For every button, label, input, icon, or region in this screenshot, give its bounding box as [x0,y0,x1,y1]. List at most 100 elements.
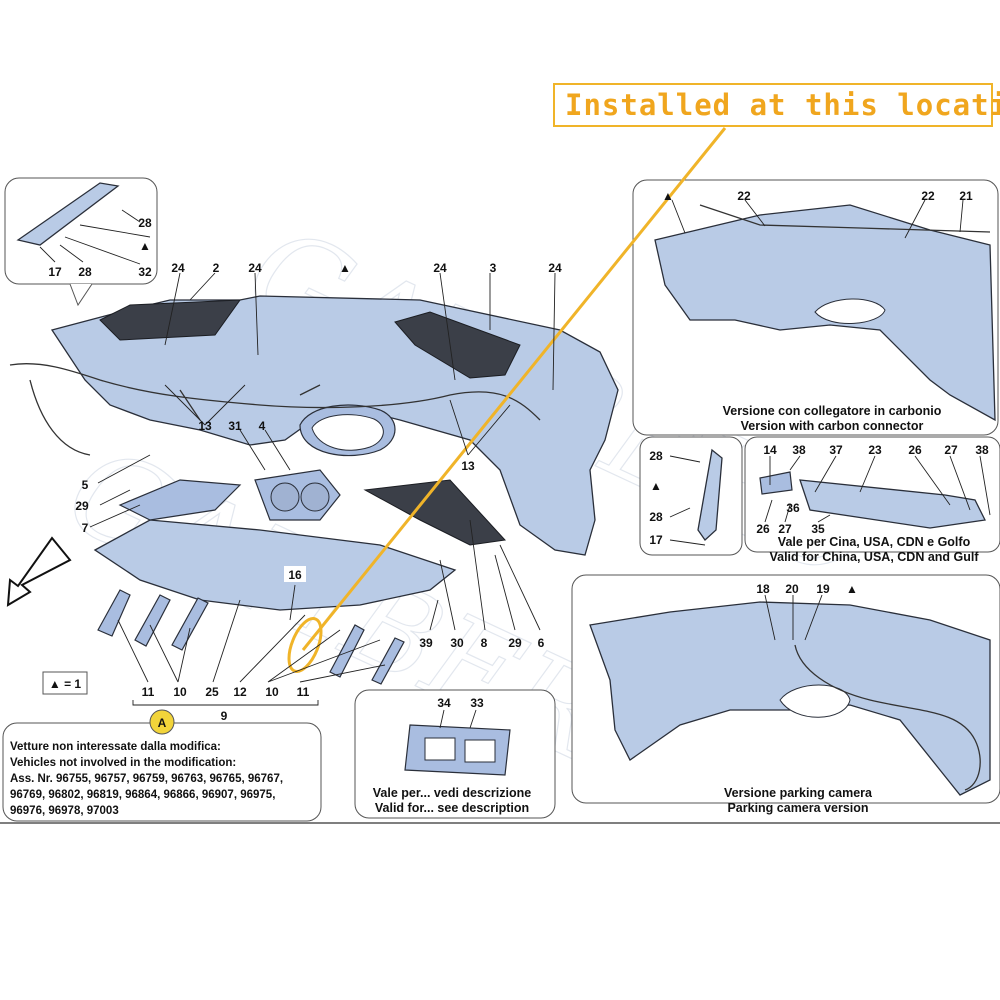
group-bracket-9 [132,700,319,706]
label-13-b: 13 [461,459,475,473]
label-39: 39 [419,636,433,650]
label-11-a: 11 [142,685,155,699]
label-6: 6 [538,636,545,650]
label-38-b: 38 [975,443,989,457]
label-21: 21 [959,189,973,203]
label-triangle-carbon: ▲ [662,189,674,203]
label-22-a: 22 [737,189,751,203]
camera-caption-en: Parking camera version [727,801,868,815]
label-10-b: 10 [265,685,279,699]
label-28-side-b: 28 [649,510,663,524]
captions: Versione con collegatore in carbonio Ver… [10,404,979,817]
label-33: 33 [470,696,484,710]
label-18: 18 [756,582,770,596]
label-16-bg [284,566,306,582]
label-4: 4 [259,419,266,433]
label-triangle-side: ▲ [650,479,662,493]
label-8: 8 [481,636,488,650]
carbon-caption-it: Versione con collegatore in carbonio [723,404,942,418]
label-triangle-main: ▲ [339,261,351,275]
a-marker-badge [149,709,175,735]
label-27-a: 27 [944,443,958,457]
label-24-c: 24 [433,261,447,275]
vehicles-note-it: Vetture non interessate dalla modifica: [10,741,221,753]
label-2: 2 [213,261,220,275]
label-triangle-tl: ▲ [139,239,151,253]
label-31: 31 [228,419,242,433]
assembly-numbers-2: 96769, 96802, 96819, 96864, 96866, 96907… [10,789,275,801]
label-3: 3 [490,261,497,275]
label-26-a: 26 [908,443,922,457]
diffuser-fin-left-1 [97,589,131,637]
china-caption-en: Valid for China, USA, CDN and Gulf [769,550,979,564]
plate-caption-en: Valid for... see description [375,801,529,815]
a-marker-text: A [158,716,167,730]
highlight-ellipse [287,617,323,673]
label-30: 30 [450,636,464,650]
diffuser-fin-right-1 [329,624,365,678]
camera-caption-it: Versione parking camera [724,786,873,800]
label-5: 5 [82,478,89,492]
callout-leader-line [301,127,727,651]
label-29-a: 29 [75,499,89,513]
right-mesh-grille [394,311,521,379]
label-25: 25 [205,685,219,699]
inset-plate-bracket [354,689,556,819]
leader-lines [39,199,991,729]
diffuser-fin-right-2 [371,637,405,685]
inset-parking-camera [571,574,1000,804]
inset-carbon-connector [632,179,999,436]
exhaust-ring-right [300,482,330,512]
label-35: 35 [811,522,825,536]
right-side-mesh [363,479,507,546]
label-7: 7 [82,521,89,535]
label-23: 23 [868,443,882,457]
triangle-legend: ▲ = 1 [49,677,82,691]
label-28-tl-b: 28 [78,265,92,279]
label-12: 12 [233,685,247,699]
label-28-side-a: 28 [649,449,663,463]
label-16: 16 [288,568,302,582]
assembly-numbers-3: 96976, 96978, 97003 [10,805,119,817]
label-34: 34 [437,696,451,710]
label-13-a: 13 [198,419,212,433]
label-9: 9 [221,709,228,723]
inset-china-version [744,436,1000,553]
label-26-b: 26 [756,522,770,536]
vehicles-note-en: Vehicles not involved in the modificatio… [10,757,236,769]
direction-arrow [6,536,72,607]
china-caption-it: Vale per Cina, USA, CDN e Golfo [778,535,971,549]
assembly-numbers-1: Ass. Nr. 96755, 96757, 96759, 96763, 967… [10,773,283,785]
label-14: 14 [763,443,777,457]
label-20: 20 [785,582,799,596]
label-29-b: 29 [508,636,522,650]
label-32: 32 [138,265,152,279]
label-17-tl: 17 [48,265,62,279]
label-22-b: 22 [921,189,935,203]
label-11-b: 11 [297,685,310,699]
label-36: 36 [786,501,800,515]
label-24-b: 24 [248,261,262,275]
wiring-harness [9,363,541,456]
label-24-d: 24 [548,261,562,275]
inset-side-trim [639,436,743,556]
triangle-legend-box [42,671,88,695]
part-number-labels: 24 2 24 ▲ 24 3 24 13 31 4 13 5 29 7 16 3… [48,189,989,723]
diffuser-fin-left-3 [171,597,209,651]
left-side-trim [118,479,242,521]
label-28-tl-a: 28 [138,216,152,230]
exhaust-ring-left [270,482,300,512]
label-24-a: 24 [171,261,185,275]
diffuser-panel [93,519,457,611]
label-10-a: 10 [173,685,187,699]
installation-callout: Installed at this location [553,83,1000,127]
carbon-caption-en: Version with carbon connector [741,419,924,433]
label-37: 37 [829,443,843,457]
label-38-a: 38 [792,443,806,457]
inset-top-left [4,177,158,307]
label-triangle-camera: ▲ [846,582,858,596]
label-19: 19 [816,582,830,596]
plate-caption-it: Vale per... vedi descrizione [373,786,531,800]
label-27-b: 27 [778,522,792,536]
